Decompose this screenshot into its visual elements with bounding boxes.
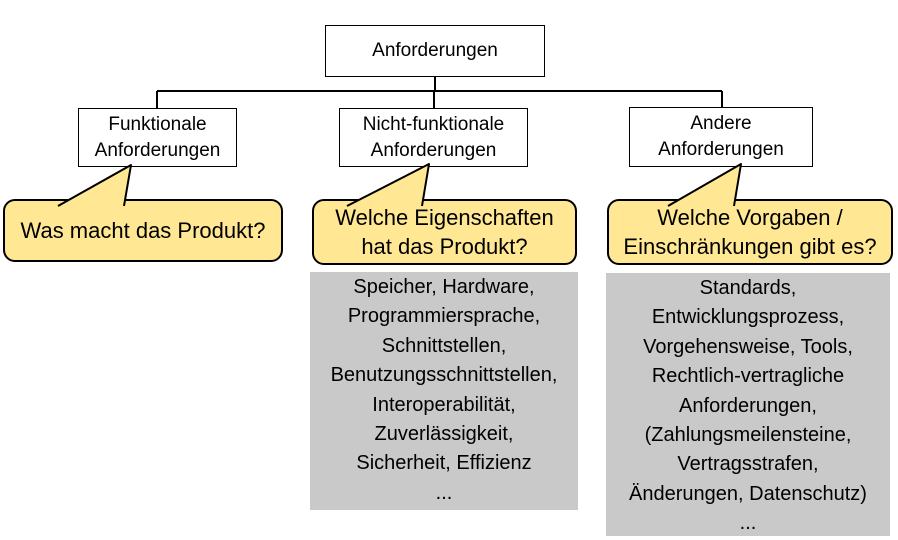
callout-nicht-funktionale-frage: Welche Eigenschaften hat das Produkt? bbox=[312, 199, 577, 265]
detail-panel-nicht-funktionale: Speicher, Hardware, Programmiersprache, … bbox=[310, 272, 578, 510]
node-andere-anforderungen: Andere Anforderungen bbox=[629, 107, 813, 167]
callout-andere-frage: Welche Vorgaben / Einschränkungen gibt e… bbox=[607, 199, 893, 265]
tree-connectors bbox=[156, 77, 723, 108]
callout-funktionale-frage: Was macht das Produkt? bbox=[3, 199, 283, 262]
node-nicht-funktionale-anforderungen: Nicht-funktionale Anforderungen bbox=[339, 108, 528, 167]
detail-panel-andere: Standards, Entwicklungsprozess, Vorgehen… bbox=[606, 273, 890, 536]
node-funktionale-anforderungen: Funktionale Anforderungen bbox=[78, 108, 237, 167]
root-node-anforderungen: Anforderungen bbox=[325, 25, 545, 77]
